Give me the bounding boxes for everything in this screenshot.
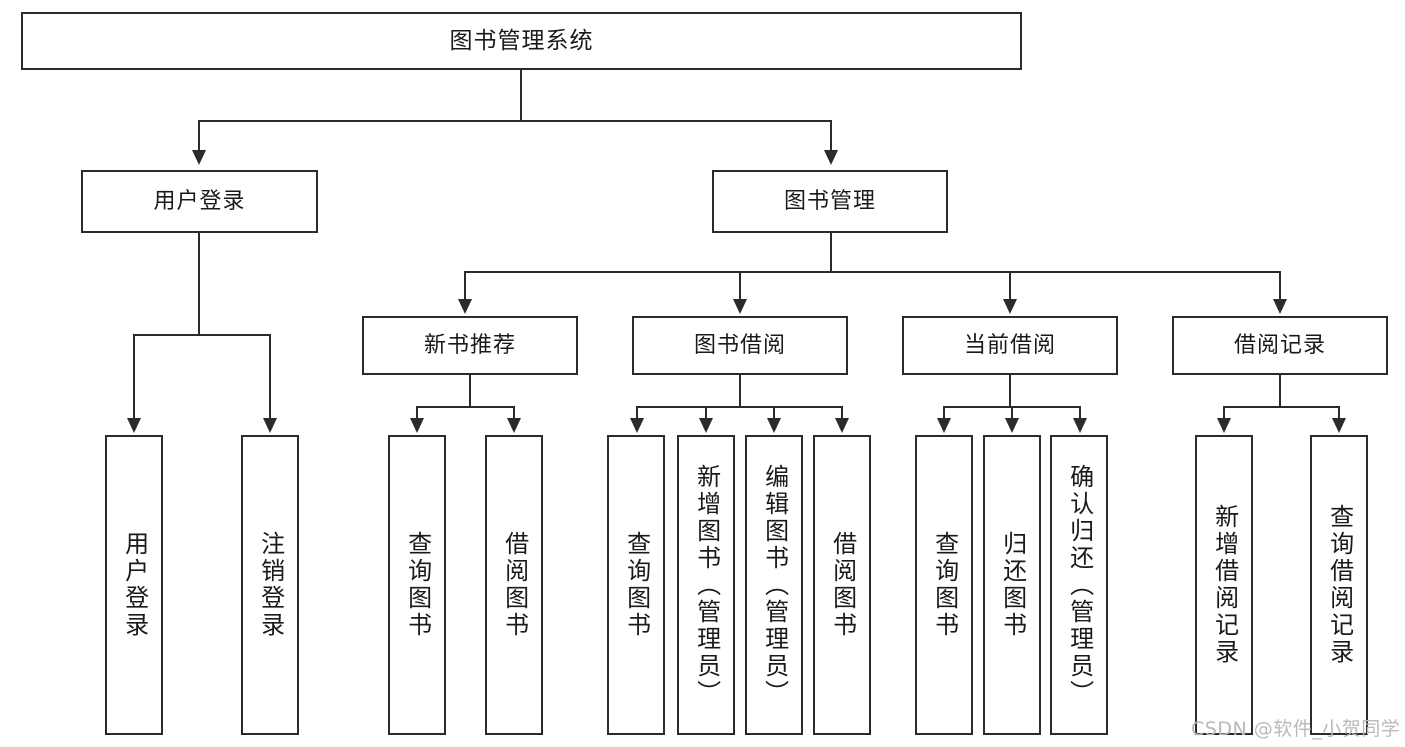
arrowhead-book-borrow-to-leaf-4 xyxy=(835,418,849,433)
node-label: 用户登录 xyxy=(153,188,246,214)
arrowhead-bm-to-current-borrow xyxy=(1003,299,1017,314)
connector-current-borrow-to-leaf-3 xyxy=(1079,406,1081,420)
connector-root-branch-bar xyxy=(198,120,832,122)
node-label: 编辑图书（管理员） xyxy=(760,463,789,707)
connector-user-login-stem xyxy=(198,233,200,335)
connector-borrow-record-branch-bar xyxy=(1223,406,1339,408)
connector-book-borrow-to-leaf-2 xyxy=(705,406,707,420)
arrowhead-current-borrow-to-leaf-2 xyxy=(1005,418,1019,433)
leaf-book-borrow-borrow-book[interactable]: 借阅图书 xyxy=(813,435,871,735)
leaf-borrow-record-add-record[interactable]: 新增借阅记录 xyxy=(1195,435,1253,735)
connector-book-borrow-to-leaf-4 xyxy=(841,406,843,420)
node-current-borrow[interactable]: 当前借阅 xyxy=(902,316,1118,375)
connector-bm-to-new-book xyxy=(464,271,466,301)
connector-user-login-to-leaf-2 xyxy=(269,334,271,420)
arrowhead-current-borrow-to-leaf-3 xyxy=(1073,418,1087,433)
node-label: 借阅图书 xyxy=(828,531,857,639)
node-book-management[interactable]: 图书管理 xyxy=(712,170,948,233)
leaf-book-borrow-add-book-admin[interactable]: 新增图书（管理员） xyxy=(677,435,735,735)
connector-bm-to-borrow-record xyxy=(1279,271,1281,301)
arrowhead-bm-to-new-book xyxy=(458,299,472,314)
node-label: 查询借阅记录 xyxy=(1325,504,1354,666)
arrowhead-current-borrow-to-leaf-1 xyxy=(937,418,951,433)
connector-new-book-to-leaf-2 xyxy=(513,406,515,420)
connector-bm-to-current-borrow xyxy=(1009,271,1011,301)
connector-new-book-branch-bar xyxy=(416,406,514,408)
node-root-book-management-system[interactable]: 图书管理系统 xyxy=(21,12,1022,70)
node-user-login[interactable]: 用户登录 xyxy=(81,170,318,233)
leaf-current-borrow-return-book[interactable]: 归还图书 xyxy=(983,435,1041,735)
arrowhead-borrow-record-to-leaf-1 xyxy=(1217,418,1231,433)
arrowhead-root-to-book-management xyxy=(824,150,838,165)
arrowhead-user-login-to-leaf-1 xyxy=(127,418,141,433)
arrowhead-borrow-record-to-leaf-2 xyxy=(1332,418,1346,433)
leaf-book-borrow-edit-book-admin[interactable]: 编辑图书（管理员） xyxy=(745,435,803,735)
node-label: 归还图书 xyxy=(998,531,1027,639)
arrowhead-user-login-to-leaf-2 xyxy=(263,418,277,433)
connector-current-borrow-stem xyxy=(1009,375,1011,407)
arrowhead-book-borrow-to-leaf-2 xyxy=(699,418,713,433)
connector-current-borrow-to-leaf-1 xyxy=(943,406,945,420)
node-label: 当前借阅 xyxy=(963,332,1056,358)
connector-borrow-record-to-leaf-2 xyxy=(1338,406,1340,420)
node-label: 借阅记录 xyxy=(1233,332,1326,358)
connector-user-login-branch-bar xyxy=(133,334,270,336)
leaf-current-borrow-confirm-return-admin[interactable]: 确认归还（管理员） xyxy=(1050,435,1108,735)
node-label: 新增借阅记录 xyxy=(1210,504,1239,666)
arrowhead-bm-to-borrow-record xyxy=(1273,299,1287,314)
connector-book-borrow-branch-bar xyxy=(636,406,842,408)
node-book-borrow[interactable]: 图书借阅 xyxy=(632,316,848,375)
arrowhead-book-borrow-to-leaf-3 xyxy=(767,418,781,433)
leaf-user-login-logout[interactable]: 注销登录 xyxy=(241,435,299,735)
node-label: 用户登录 xyxy=(120,531,149,639)
connector-book-management-stem xyxy=(830,233,832,272)
connector-current-borrow-to-leaf-2 xyxy=(1011,406,1013,420)
leaf-book-borrow-query-book[interactable]: 查询图书 xyxy=(607,435,665,735)
node-label: 注销登录 xyxy=(256,531,285,639)
connector-book-borrow-to-leaf-3 xyxy=(773,406,775,420)
leaf-new-book-query-book[interactable]: 查询图书 xyxy=(388,435,446,735)
connector-root-to-book-management xyxy=(830,120,832,152)
connector-user-login-to-leaf-1 xyxy=(133,334,135,420)
arrowhead-bm-to-book-borrow xyxy=(733,299,747,314)
connector-book-borrow-to-leaf-1 xyxy=(636,406,638,420)
connector-bm-to-book-borrow xyxy=(739,271,741,301)
leaf-current-borrow-query-book[interactable]: 查询图书 xyxy=(915,435,973,735)
node-label: 查询图书 xyxy=(403,531,432,639)
node-label: 新书推荐 xyxy=(423,332,516,358)
node-new-book-recommend[interactable]: 新书推荐 xyxy=(362,316,578,375)
arrowhead-new-book-to-leaf-1 xyxy=(410,418,424,433)
connector-book-management-branch-bar xyxy=(464,271,1280,273)
arrowhead-book-borrow-to-leaf-1 xyxy=(630,418,644,433)
node-label: 新增图书（管理员） xyxy=(692,463,721,707)
node-borrow-record[interactable]: 借阅记录 xyxy=(1172,316,1388,375)
arrowhead-new-book-to-leaf-2 xyxy=(507,418,521,433)
node-label: 查询图书 xyxy=(622,531,651,639)
node-label: 确认归还（管理员） xyxy=(1065,463,1094,707)
connector-root-stem xyxy=(520,70,522,121)
leaf-new-book-borrow-book[interactable]: 借阅图书 xyxy=(485,435,543,735)
connector-new-book-stem xyxy=(469,375,471,407)
connector-borrow-record-to-leaf-1 xyxy=(1223,406,1225,420)
connector-book-borrow-stem xyxy=(739,375,741,407)
connector-new-book-to-leaf-1 xyxy=(416,406,418,420)
leaf-borrow-record-query-record[interactable]: 查询借阅记录 xyxy=(1310,435,1368,735)
node-label: 图书借阅 xyxy=(693,332,786,358)
node-label: 借阅图书 xyxy=(500,531,529,639)
arrowhead-root-to-user-login xyxy=(192,150,206,165)
node-label: 图书管理 xyxy=(783,188,876,214)
connector-root-to-user-login xyxy=(198,120,200,152)
leaf-user-login-login[interactable]: 用户登录 xyxy=(105,435,163,735)
node-label: 图书管理系统 xyxy=(449,27,594,54)
node-label: 查询图书 xyxy=(930,531,959,639)
connector-borrow-record-stem xyxy=(1279,375,1281,407)
